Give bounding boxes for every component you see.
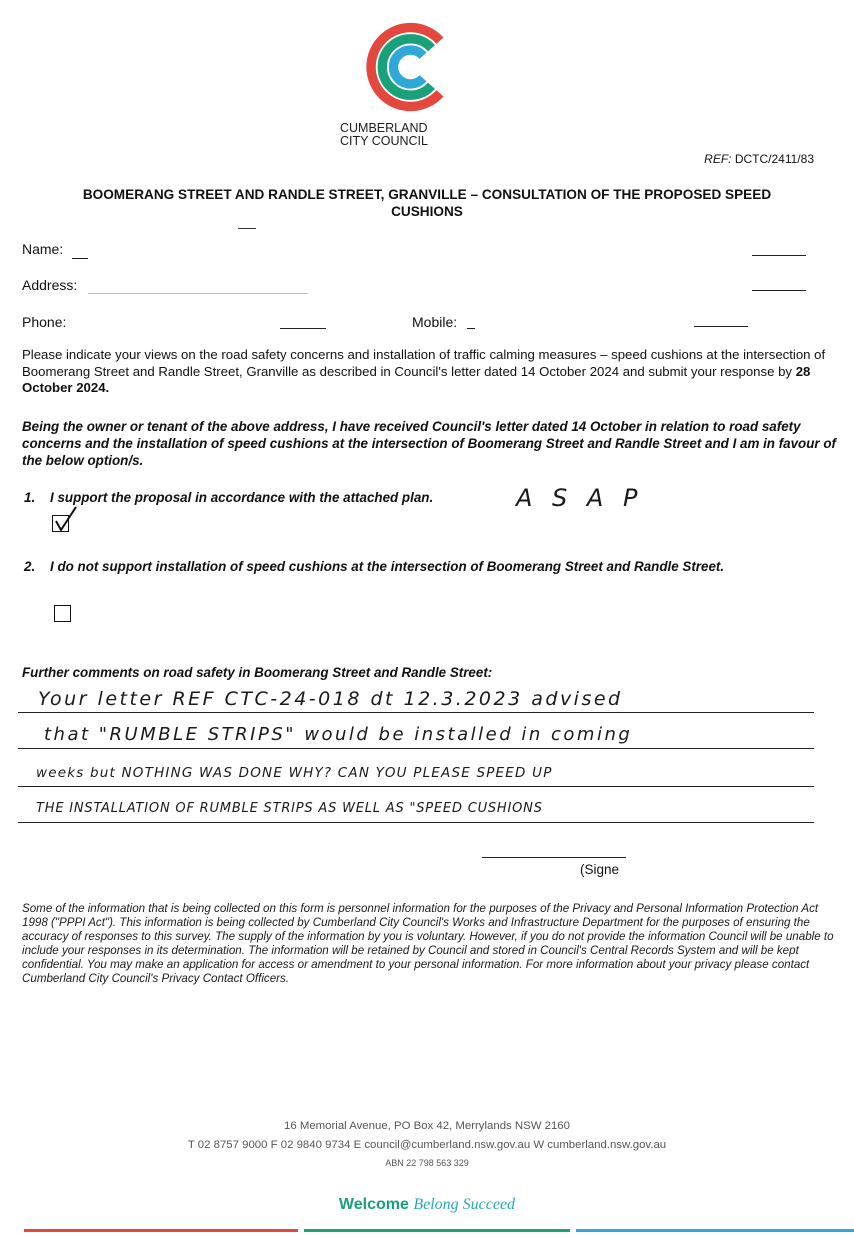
comment-line-3[interactable] [18,786,814,787]
option-1-checkbox[interactable] [52,515,69,532]
comment-line-1[interactable] [18,712,814,713]
org-name-line1: CUMBERLAND [340,121,428,135]
option-2-checkbox[interactable] [54,605,71,622]
council-logo [366,22,444,112]
mobile-field[interactable] [694,326,748,327]
comment-line-2[interactable] [18,748,814,749]
footer-address: 16 Memorial Avenue, PO Box 42, Merryland… [284,1120,570,1132]
footer-abn: ABN 22 798 563 329 [385,1158,469,1168]
option-2-number: 2. [24,559,36,574]
mobile-underline [467,328,475,329]
phone-field[interactable] [280,328,326,329]
instructions-deadline: 28 October 2024. [22,363,811,396]
comments-label: Further comments on road safety in Boome… [22,665,493,680]
form-title: BOOMERANG STREET AND RANDLE STREET, GRAN… [82,187,772,219]
org-name: CUMBERLAND CITY COUNCIL [340,122,480,148]
instructions: Please indicate your views on the road s… [22,347,836,397]
footer-bar-teal [304,1229,570,1232]
footer-bar-red [24,1229,298,1232]
mobile-label: Mobile: [412,314,458,330]
name-underline [72,258,88,259]
comment-text-1: Your letter REF CTC-24-018 dt 12.3.2023 … [38,688,623,710]
slogan-welcome: Welcome [338,1196,409,1213]
option-1-number: 1. [24,490,36,505]
signature-field[interactable] [482,857,626,858]
address-faint-line [88,293,308,294]
address-field[interactable] [752,290,806,291]
signature-label: (Signe [580,862,620,877]
checkmark-icon [55,506,77,532]
address-label: Address: [22,277,78,293]
instructions-text: Please indicate your views on the road s… [22,347,826,379]
reference-number: REF: DCTC/2411/83 [704,152,814,166]
declaration: Being the owner or tenant of the above a… [22,419,836,468]
org-name-line2: CITY COUNCIL [340,134,428,148]
comment-text-4: THE INSTALLATION OF RUMBLE STRIPS AS WEL… [36,801,543,816]
option-1-handwritten-note: A S A P [516,484,644,512]
option-2-text: I do not support installation of speed c… [50,559,725,574]
footer-slogan: Welcome Belong Succeed [0,1196,854,1214]
pen-mark [238,228,256,235]
name-label: Name: [22,241,64,257]
footer-contacts: T 02 8757 9000 F 02 9840 9734 E council@… [187,1139,667,1151]
comment-text-3: weeks but NOTHING WAS DONE WHY? CAN YOU … [36,765,553,781]
comment-text-2: that "RUMBLE STRIPS" would be installed … [44,724,633,745]
slogan-belong-succeed: Belong Succeed [413,1196,516,1213]
footer-bar-blue [576,1229,854,1232]
ref-label: REF: [704,152,732,166]
ref-value: DCTC/2411/83 [734,152,814,166]
privacy-notice: Some of the information that is being co… [22,902,834,985]
comment-line-4[interactable] [18,822,814,823]
phone-label: Phone: [22,314,67,330]
option-1-text: I support the proposal in accordance wit… [50,490,434,505]
name-field[interactable] [752,255,806,256]
